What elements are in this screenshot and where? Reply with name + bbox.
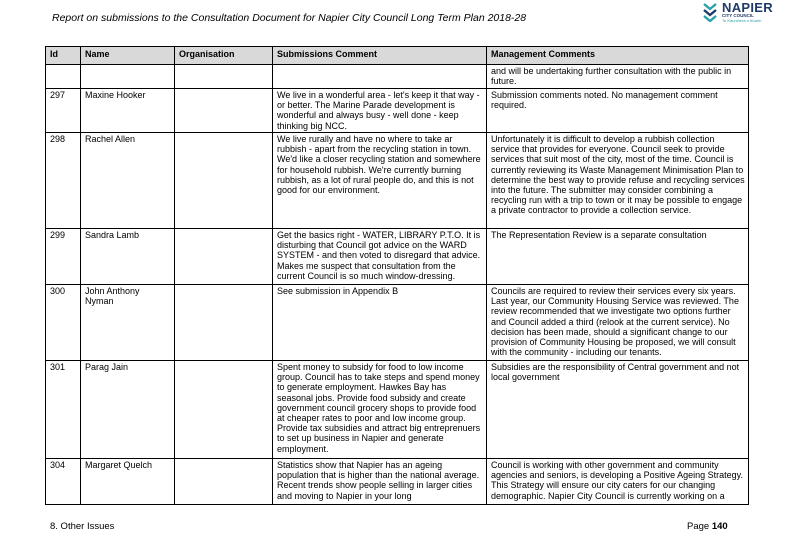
cell-submission-comment: See submission in Appendix B xyxy=(272,284,487,361)
table-row: 300 John Anthony Nyman See submission in… xyxy=(45,284,749,361)
cell-name: Margaret Quelch xyxy=(80,458,175,505)
table-row: 304 Margaret Quelch Statistics show that… xyxy=(45,458,749,505)
cell-submission-comment: We live in a wonderful area - let's keep… xyxy=(272,88,487,133)
cell-organisation xyxy=(174,458,273,505)
logo-text: NAPIER CITY COUNCIL Te Kaunihera o Ahuri… xyxy=(722,1,773,23)
cell-name: Sandra Lamb xyxy=(80,228,175,285)
cell-management-comment: Unfortunately it is difficult to develop… xyxy=(486,132,749,229)
cell-management-comment: Councils are required to review their se… xyxy=(486,284,749,361)
cell-name xyxy=(80,64,175,89)
cell-id: 300 xyxy=(45,284,81,361)
cell-submission-comment: We live rurally and have no where to tak… xyxy=(272,132,487,229)
cell-management-comment: The Representation Review is a separate … xyxy=(486,228,749,285)
cell-organisation xyxy=(174,284,273,361)
table-row: 301 Parag Jain Spent money to subsidy fo… xyxy=(45,360,749,459)
column-header-management-comments: Management Comments xyxy=(486,46,749,65)
cell-organisation xyxy=(174,88,273,133)
table-row: and will be undertaking further consulta… xyxy=(45,64,749,89)
cell-submission-comment: Statistics show that Napier has an agein… xyxy=(272,458,487,505)
column-header-id: Id xyxy=(45,46,81,65)
cell-organisation xyxy=(174,64,273,89)
logo-name: NAPIER xyxy=(722,0,773,15)
cell-submission-comment: Spent money to subsidy for food to low i… xyxy=(272,360,487,459)
logo-sub: CITY COUNCIL xyxy=(722,13,754,18)
cell-submission-comment: Get the basics right - WATER, LIBRARY P.… xyxy=(272,228,487,285)
napier-wave-logo-icon xyxy=(703,3,717,22)
cell-management-comment: Subsidies are the responsibility of Cent… xyxy=(486,360,749,459)
cell-id: 301 xyxy=(45,360,81,459)
cell-organisation xyxy=(174,228,273,285)
page-number: 140 xyxy=(711,521,728,532)
cell-management-comment: and will be undertaking further consulta… xyxy=(486,64,749,89)
cell-submission-comment xyxy=(272,64,487,89)
footer-section: 8. Other Issues xyxy=(50,521,115,532)
cell-id: 304 xyxy=(45,458,81,505)
footer-page: Page 140 xyxy=(687,521,728,532)
column-header-name: Name xyxy=(80,46,175,65)
napier-logo: NAPIER CITY COUNCIL Te Kaunihera o Ahuri… xyxy=(694,0,794,26)
submissions-table: Id Name Organisation Submissions Comment… xyxy=(45,46,749,505)
report-title: Report on submissions to the Consultatio… xyxy=(52,12,527,24)
table-header-row: Id Name Organisation Submissions Comment… xyxy=(45,46,749,65)
cell-id xyxy=(45,64,81,89)
logo-tagline: Te Kaunihera o Ahuriri xyxy=(722,17,762,23)
cell-name: Parag Jain xyxy=(80,360,175,459)
cell-management-comment: Submission comments noted. No management… xyxy=(486,88,749,133)
cell-id: 298 xyxy=(45,132,81,229)
page-label: Page xyxy=(687,521,710,532)
table-row: 297 Maxine Hooker We live in a wonderful… xyxy=(45,88,749,133)
column-header-submissions-comment: Submissions Comment xyxy=(272,46,487,65)
table-row: 298 Rachel Allen We live rurally and hav… xyxy=(45,132,749,229)
cell-organisation xyxy=(174,360,273,459)
cell-id: 297 xyxy=(45,88,81,133)
column-header-organisation: Organisation xyxy=(174,46,273,65)
cell-organisation xyxy=(174,132,273,229)
cell-name: John Anthony Nyman xyxy=(80,284,175,361)
cell-name: Rachel Allen xyxy=(80,132,175,229)
cell-management-comment: Council is working with other government… xyxy=(486,458,749,505)
cell-id: 299 xyxy=(45,228,81,285)
cell-name: Maxine Hooker xyxy=(80,88,175,133)
table-row: 299 Sandra Lamb Get the basics right - W… xyxy=(45,228,749,285)
